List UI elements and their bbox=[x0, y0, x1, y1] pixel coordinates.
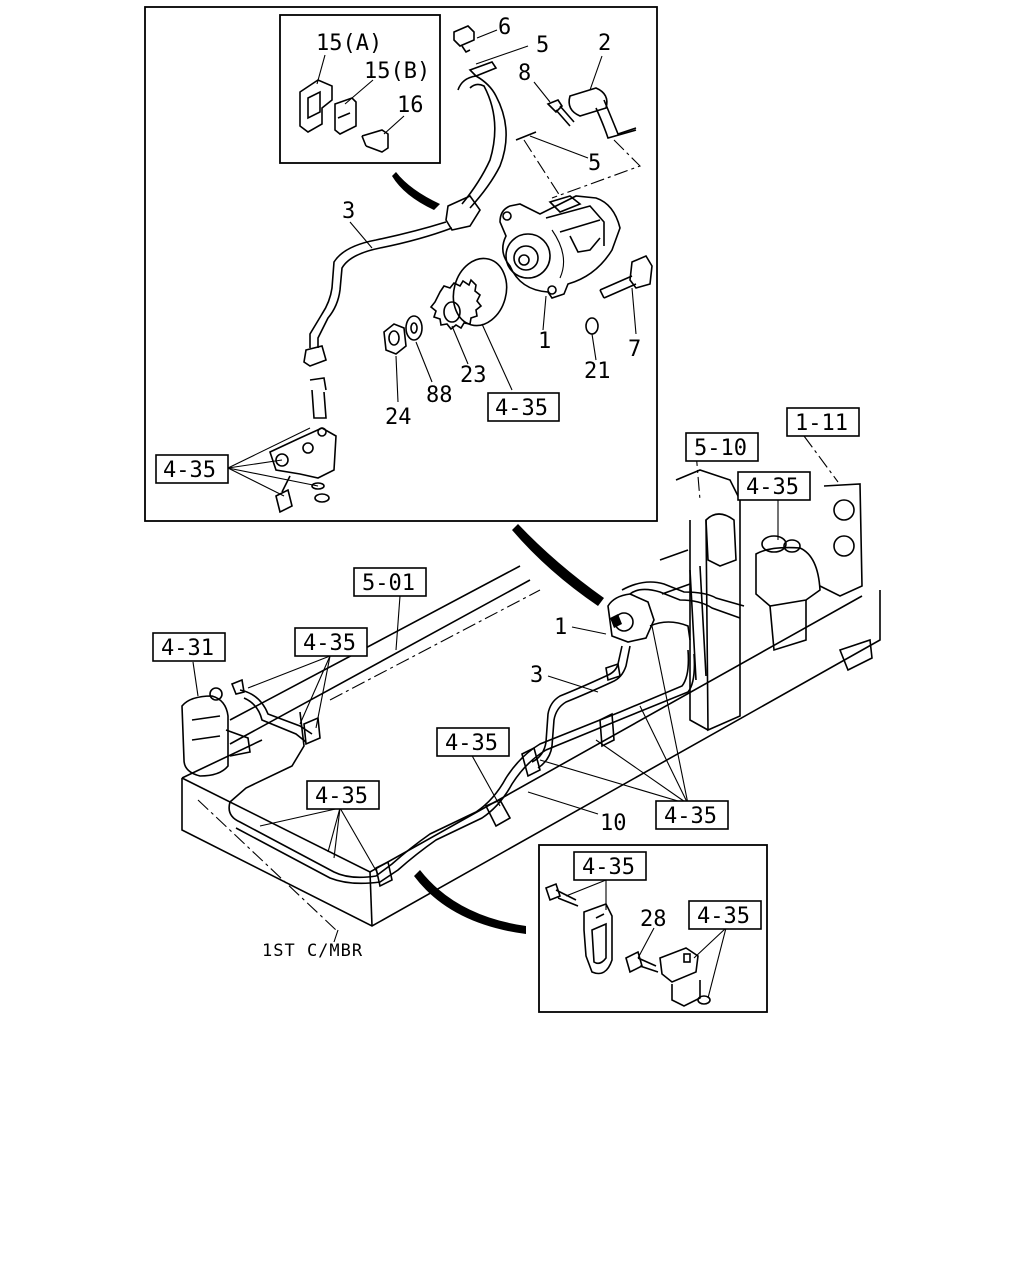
inset-pointer-arrow-icon bbox=[512, 524, 604, 606]
filter-assembly-drawing bbox=[181, 661, 321, 777]
ref-box-4-35-fitting: 4-35 bbox=[155, 454, 229, 484]
pressure-pipe-3-drawing bbox=[303, 75, 507, 419]
ref-4-35-clamp-text: 4-35 bbox=[582, 855, 635, 880]
vehicle-frame-view: 1 3 10 1ST C/MBR 5-10 1-11 4-35 5-01 4-3… bbox=[152, 407, 881, 961]
gear-23-drawing bbox=[429, 278, 483, 365]
ref-4-35-low-text: 4-35 bbox=[315, 784, 368, 809]
label-24: 24 bbox=[385, 405, 412, 430]
label-5-upper: 5 bbox=[536, 33, 549, 58]
banjo-bolt-6-drawing bbox=[453, 25, 529, 77]
label-first-cross-member: 1ST C/MBR bbox=[262, 941, 363, 961]
ref-box-4-35-oring: 4-35 bbox=[487, 392, 560, 422]
ref-4-35-oring-text: 4-35 bbox=[495, 396, 548, 421]
ref-box-4-35-bracket: 4-35 bbox=[688, 900, 762, 930]
ref-box-5-01: 5-01 bbox=[353, 567, 427, 597]
label-28: 28 bbox=[640, 907, 667, 932]
ref-4-35-right-text: 4-35 bbox=[664, 804, 717, 829]
label-1-inset: 1 bbox=[538, 329, 551, 354]
pump-detail-frame bbox=[144, 6, 658, 522]
label-1-vehicle: 1 bbox=[554, 615, 567, 640]
feed-pipe-2-drawing bbox=[551, 55, 641, 199]
label-88: 88 bbox=[426, 383, 453, 408]
label-2: 2 bbox=[598, 31, 611, 56]
pump-assembly-1-drawing bbox=[499, 195, 621, 331]
bolt-7-and-washer-21-drawing bbox=[585, 254, 653, 361]
ref-box-4-35-clamp: 4-35 bbox=[573, 851, 647, 881]
ref-box-4-35-mid: 4-35 bbox=[436, 727, 510, 757]
pressure-line-3-vehicle bbox=[531, 645, 631, 769]
ref-4-35-fitting-text: 4-35 bbox=[163, 458, 216, 483]
label-8: 8 bbox=[518, 61, 531, 86]
ref-4-35-filter-text: 4-35 bbox=[303, 631, 356, 656]
ref-4-31-text: 4-31 bbox=[161, 636, 214, 661]
nut-and-washer-drawing bbox=[383, 315, 433, 403]
o-ring-drawing bbox=[452, 257, 508, 327]
ref-5-01-text: 5-01 bbox=[362, 571, 415, 596]
label-3-inset: 3 bbox=[342, 199, 355, 224]
clamp-15-drawing bbox=[299, 54, 405, 153]
clamp-subdetail-frame bbox=[279, 14, 441, 164]
clamp-detail-frame bbox=[538, 844, 768, 1013]
clamp-pointer-arrow-icon bbox=[414, 870, 526, 934]
label-7: 7 bbox=[628, 337, 641, 362]
label-23: 23 bbox=[460, 363, 487, 388]
label-5-lower: 5 bbox=[588, 151, 601, 176]
label-15a: 15(A) bbox=[316, 31, 382, 56]
label-15b: 15(B) bbox=[364, 59, 430, 84]
label-3-vehicle: 3 bbox=[530, 663, 543, 688]
label-21: 21 bbox=[584, 359, 611, 384]
ref-box-4-35-low: 4-35 bbox=[306, 780, 380, 810]
clamp-detail-inset: 28 4-35 4-35 bbox=[538, 844, 768, 1013]
reservoir-tank-drawing bbox=[705, 500, 873, 672]
ref-4-35-tank-text: 4-35 bbox=[746, 475, 799, 500]
label-6: 6 bbox=[498, 15, 511, 40]
pointer-arrow-icon bbox=[392, 172, 440, 210]
return-line-10-vehicle bbox=[228, 649, 690, 879]
ref-4-35-bracket-text: 4-35 bbox=[697, 904, 750, 929]
ref-box-5-10: 5-10 bbox=[685, 432, 759, 462]
bolt-8-drawing bbox=[515, 81, 589, 197]
fitting-plate-drawing bbox=[227, 427, 337, 514]
ref-1-11-text: 1-11 bbox=[795, 411, 848, 436]
cross-member-outline bbox=[181, 590, 881, 927]
ref-box-4-35-tank: 4-35 bbox=[737, 471, 811, 501]
ref-4-35-mid-text: 4-35 bbox=[445, 731, 498, 756]
pump-assembly-vehicle bbox=[571, 565, 745, 681]
ref-box-4-31: 4-31 bbox=[152, 632, 226, 662]
label-10: 10 bbox=[600, 811, 627, 836]
ref-box-4-35-right: 4-35 bbox=[655, 800, 729, 830]
ref-5-10-text: 5-10 bbox=[694, 436, 747, 461]
ref-box-1-11: 1-11 bbox=[786, 407, 860, 437]
ref-box-4-35-filter: 4-35 bbox=[294, 627, 368, 657]
label-16: 16 bbox=[397, 93, 424, 118]
pump-detail-inset: 15(A) 15(B) 16 6 5 2 8 5 3 1 7 21 23 88 … bbox=[144, 6, 658, 522]
